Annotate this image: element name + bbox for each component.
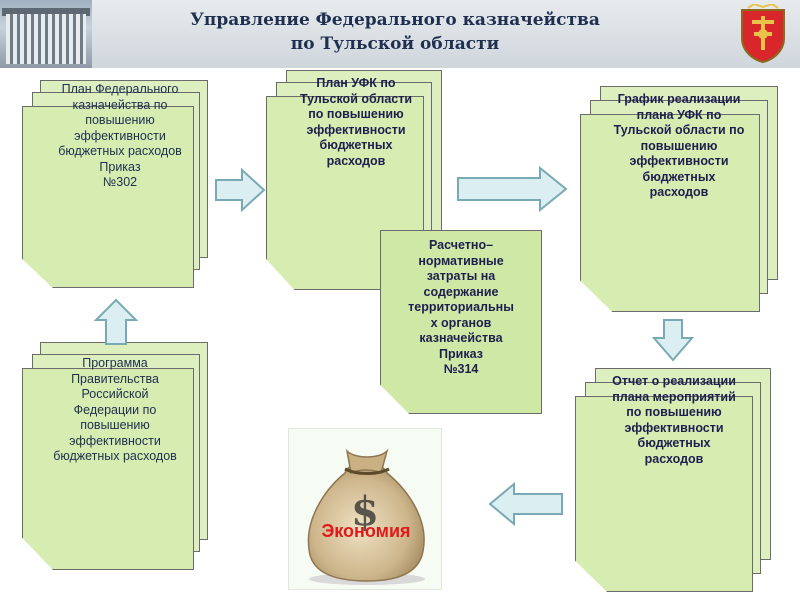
arrow-down <box>652 319 694 362</box>
tula-coat-of-arms-icon <box>741 4 785 64</box>
doc-report: Отчет о реализации плана мероприятий по … <box>575 368 775 594</box>
report-text: Отчет о реализации плана мероприятий по … <box>612 374 736 466</box>
header-bar: Управление Федерального казначейства по … <box>0 0 800 68</box>
building-photo <box>0 0 92 68</box>
doc-program-gov: Программа Правительства Российской Федер… <box>22 342 212 574</box>
title-line-1: Управление Федерального казначейства <box>190 10 600 30</box>
arrow-left <box>488 482 563 526</box>
program-gov-text: Программа Правительства Российской Федер… <box>53 356 177 463</box>
doc-norm-costs: Расчетно– нормативные затраты на содержа… <box>380 230 546 416</box>
doc-plan-ufk: План УФК по Тульской области по повышени… <box>266 70 446 292</box>
title-line-2: по Тульской области <box>290 34 500 54</box>
arrow-right-1 <box>215 168 266 212</box>
svg-text:$: $ <box>351 488 379 535</box>
arrow-up <box>94 298 138 345</box>
doc-schedule: График реализации плана УФК по Тульской … <box>580 86 780 314</box>
money-bag-image: $ Экономия <box>288 428 442 590</box>
page-title: Управление Федерального казначейства по … <box>150 8 640 56</box>
plan-federal-text: План Федерального казначейства по повыше… <box>58 82 182 189</box>
norm-costs-text: Расчетно– нормативные затраты на содержа… <box>408 238 514 376</box>
economy-label: Экономия <box>321 521 411 541</box>
doc-plan-federal: План Федерального казначейства по повыше… <box>22 80 212 292</box>
plan-ufk-text: План УФК по Тульской области по повышени… <box>299 76 413 168</box>
money-bag-icon: $ <box>307 448 425 585</box>
arrow-right-2 <box>457 166 568 212</box>
schedule-text: График реализации плана УФК по Тульской … <box>613 92 745 199</box>
